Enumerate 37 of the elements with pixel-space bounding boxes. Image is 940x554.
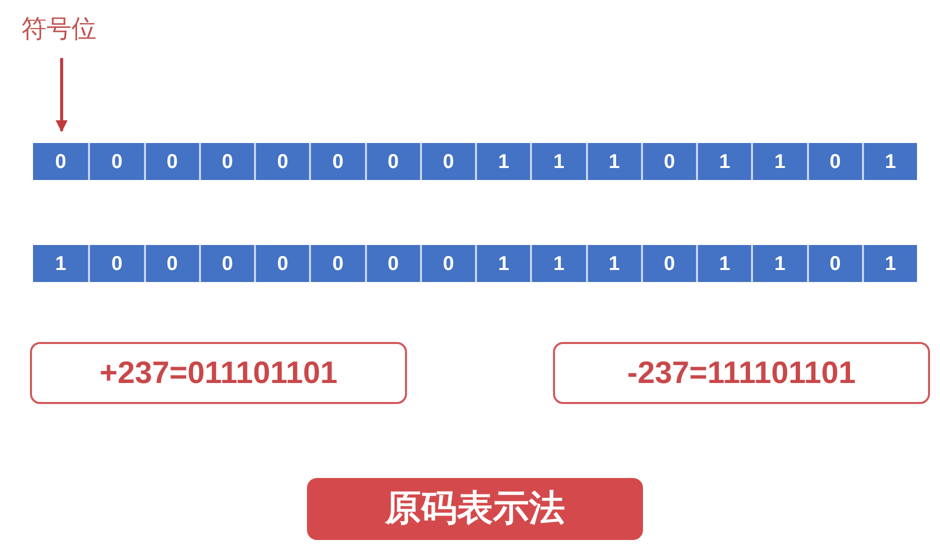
bit-cell: 0	[640, 245, 696, 282]
bit-cell: 0	[309, 245, 364, 282]
bit-cell: 0	[144, 143, 199, 180]
bit-cell: 1	[751, 143, 806, 180]
bit-cell: 0	[254, 143, 310, 180]
bit-cell: 1	[530, 245, 586, 282]
value-box: -237=111101101	[553, 342, 930, 404]
bit-cell: 0	[198, 245, 254, 282]
bit-cell: 0	[254, 245, 310, 282]
annotation-label: 符号位	[18, 14, 100, 44]
bit-cell: 0	[640, 143, 696, 180]
arrow	[56, 58, 68, 132]
bit-cell: 0	[420, 245, 475, 282]
bit-cell: 0	[364, 143, 420, 180]
bit-cell: 0	[806, 245, 862, 282]
bit-cell: 1	[862, 143, 917, 180]
value-box: +237=011101101	[30, 342, 407, 404]
bit-cell: 0	[309, 143, 364, 180]
bit-cell: 1	[696, 143, 752, 180]
bit-cell: 1	[475, 245, 530, 282]
bit-cell: 1	[696, 245, 752, 282]
bit-cell: 0	[144, 245, 199, 282]
title-banner: 原码表示法	[307, 478, 643, 540]
bit-cell: 0	[806, 143, 862, 180]
bit-cell: 1	[586, 245, 641, 282]
bit-cell: 1	[33, 245, 88, 282]
bit-cell: 0	[33, 143, 88, 180]
bit-cell: 0	[88, 245, 144, 282]
bit-cell: 0	[198, 143, 254, 180]
bit-cell: 0	[88, 143, 144, 180]
bit-cell: 1	[475, 143, 530, 180]
bit-cell: 1	[586, 143, 641, 180]
bit-cell: 1	[862, 245, 917, 282]
bit-cell: 1	[751, 245, 806, 282]
bit-cell: 0	[420, 143, 475, 180]
bit-cell: 0	[364, 245, 420, 282]
bit-cell: 1	[530, 143, 586, 180]
